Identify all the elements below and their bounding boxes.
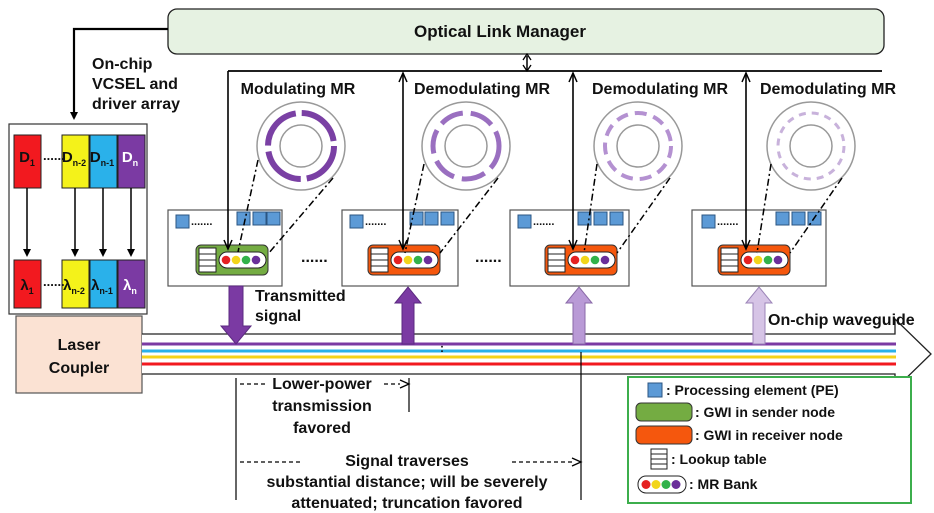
pe-square xyxy=(266,211,281,226)
driver-dn-2 xyxy=(61,134,90,189)
pe-square xyxy=(252,211,267,226)
node-pe-dots: ....... xyxy=(717,216,738,228)
pe-square xyxy=(577,211,592,226)
laser-coupler-label-1: Laser xyxy=(58,337,101,354)
mr-zoom-lines xyxy=(237,159,843,255)
lambda-n xyxy=(117,259,146,309)
lower-power-label-3: favored xyxy=(293,420,351,437)
mr-label-demodulating-1: Demodulating MR xyxy=(414,81,550,98)
transmitted-signal-label-1: Transmitted xyxy=(255,288,346,305)
laser-coupler-box xyxy=(15,315,143,394)
pe-square xyxy=(409,211,424,226)
driver-dn-1 xyxy=(89,134,118,189)
traverse-label-2: substantial distance; will be severely xyxy=(267,474,548,491)
legend-sender-icon xyxy=(635,402,693,422)
pe-square xyxy=(440,211,455,226)
pe-square xyxy=(175,214,190,229)
vcsel-label-1: On-chip xyxy=(92,56,153,73)
pe-square xyxy=(236,211,251,226)
lambda-1-label: λ1 xyxy=(20,277,33,296)
lambda-dots: ...... xyxy=(43,274,65,289)
control-line-node-3 xyxy=(568,71,578,251)
pe-square xyxy=(701,214,716,229)
legend-lookup-table-icon xyxy=(650,448,668,470)
lambda-n-label: λn xyxy=(123,277,137,296)
lower-power-label-2: transmission xyxy=(272,398,372,415)
optical-link-manager-box xyxy=(167,8,885,55)
bus-arrow-up xyxy=(522,52,532,61)
receive-arrow-node-4 xyxy=(744,286,774,345)
mr-ring-modulating xyxy=(256,101,346,191)
gwi-receiver-node-3 xyxy=(544,244,618,276)
transmit-arrow-down xyxy=(219,285,253,345)
laser-coupler-label-2: Coupler xyxy=(49,360,109,377)
receive-arrow-node-3 xyxy=(564,286,594,345)
traverse-label-3: attenuated; truncation favored xyxy=(291,495,522,512)
node-pe-dots: ....... xyxy=(365,216,386,228)
waveguide-outline xyxy=(142,317,932,391)
legend-mr-bank-icon xyxy=(637,475,687,494)
legend-pe-icon xyxy=(647,382,663,398)
driver-dn xyxy=(117,134,146,189)
vcsel-label-3: driver array xyxy=(92,96,180,113)
lambda-n-1-label: λn-1 xyxy=(91,277,113,296)
driver-dn-label: Dn xyxy=(122,149,138,168)
mr-ring-demodulating-3 xyxy=(766,101,856,191)
traverse-label-1: Signal traverses xyxy=(345,453,469,470)
lower-power-arrowhead xyxy=(399,379,411,389)
mr-label-demodulating-3: Demodulating MR xyxy=(760,81,896,98)
legend-lookup-label: : Lookup table xyxy=(671,451,767,467)
between-nodes-dots-2: ...... xyxy=(475,249,502,266)
waveguide-dot: : xyxy=(440,341,444,355)
legend-receiver-label: : GWI in receiver node xyxy=(695,427,843,443)
lambda-n-2 xyxy=(61,259,90,309)
legend-mr-bank-label: : MR Bank xyxy=(689,476,758,492)
pe-square xyxy=(791,211,806,226)
lambda-n-2-label: λn-2 xyxy=(63,277,85,296)
node-pe-dots: ....... xyxy=(191,216,212,228)
legend-sender-label: : GWI in sender node xyxy=(695,404,835,420)
traverse-arrowhead xyxy=(571,457,583,467)
gwi-receiver-node-2 xyxy=(367,244,441,276)
driver-dn-1-label: Dn-1 xyxy=(90,149,114,168)
control-line-node-4 xyxy=(741,71,751,251)
pe-square xyxy=(609,211,624,226)
driver-d1-label: D1 xyxy=(19,149,35,168)
pe-square xyxy=(424,211,439,226)
gwi-receiver-node-4 xyxy=(717,244,791,276)
transmitted-signal-label-2: signal xyxy=(255,308,301,325)
driver-dots: ...... xyxy=(43,148,65,163)
mr-label-demodulating-2: Demodulating MR xyxy=(592,81,728,98)
mr-label-modulating: Modulating MR xyxy=(241,81,356,98)
legend-receiver-icon xyxy=(635,425,693,445)
pe-square xyxy=(775,211,790,226)
node-pe-dots: ....... xyxy=(533,216,554,228)
control-line-node-1 xyxy=(223,71,233,251)
pe-square xyxy=(593,211,608,226)
manager-to-vcsel-line xyxy=(70,27,168,120)
mr-ring-demodulating-1 xyxy=(421,101,511,191)
mr-ring-demodulating-2 xyxy=(593,101,683,191)
control-line-node-2 xyxy=(398,71,408,251)
pe-square xyxy=(349,214,364,229)
receive-arrow-node-2 xyxy=(393,286,423,345)
optical-link-manager-label: Optical Link Manager xyxy=(414,22,586,41)
between-nodes-dots-1: ...... xyxy=(301,249,328,266)
lower-power-label-1: Lower-power xyxy=(272,376,372,393)
gwi-sender-node-1 xyxy=(195,244,269,276)
driver-dn-2-label: Dn-2 xyxy=(62,149,86,168)
legend-pe-label: : Processing element (PE) xyxy=(666,382,839,398)
vcsel-label-2: VCSEL and xyxy=(92,76,178,93)
lambda-1 xyxy=(13,259,42,309)
pe-square xyxy=(517,214,532,229)
lambda-n-1 xyxy=(89,259,118,309)
waveguide-label: On-chip waveguide xyxy=(768,312,915,329)
